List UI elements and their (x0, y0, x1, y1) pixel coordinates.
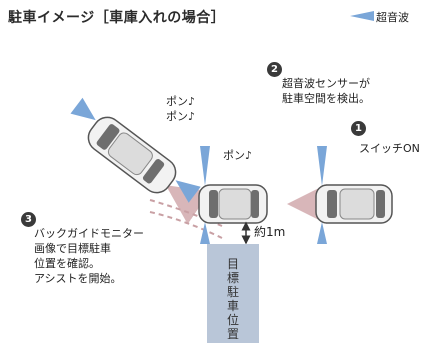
page-title: 駐車イメージ［車庫入れの場合］ (8, 10, 226, 26)
sound-double: ポン♪ ポン♪ (166, 95, 196, 123)
ultrasonic-wave-icon (317, 146, 327, 186)
ultrasonic-wave-icon (350, 11, 374, 21)
step-number-2: 2 (267, 62, 282, 77)
ultrasonic-wave-icon (317, 222, 327, 244)
ultrasonic-wave-icon (200, 222, 210, 244)
reverse-path (149, 211, 223, 239)
distance-label: 約1m (254, 225, 286, 239)
ultrasonic-wave-icon (200, 146, 210, 186)
car-switch-on (315, 146, 393, 244)
target-parking-zone (207, 244, 259, 343)
reverse-path (149, 199, 223, 227)
ultrasonic-wave-icon (175, 180, 201, 203)
step-2-text: 超音波センサーが 駐車空間を検出。 (282, 77, 370, 105)
sound-single: ポン♪ (223, 149, 253, 162)
forward-arrow (165, 185, 211, 225)
car-assist-start (70, 97, 201, 203)
car-detecting (198, 146, 268, 244)
step-number-3: 3 (21, 212, 36, 227)
target-zone-label: 目標駐車位置 (226, 257, 239, 341)
step-3-text: バックガイドモニター 画像で目標駐車 位置を確認。 アシストを開始。 (34, 227, 144, 285)
step-number-1: 1 (351, 121, 366, 136)
ultrasonic-wave-icon (70, 97, 96, 121)
legend-label: 超音波 (376, 11, 409, 24)
step-1-text: スイッチON (359, 142, 420, 155)
